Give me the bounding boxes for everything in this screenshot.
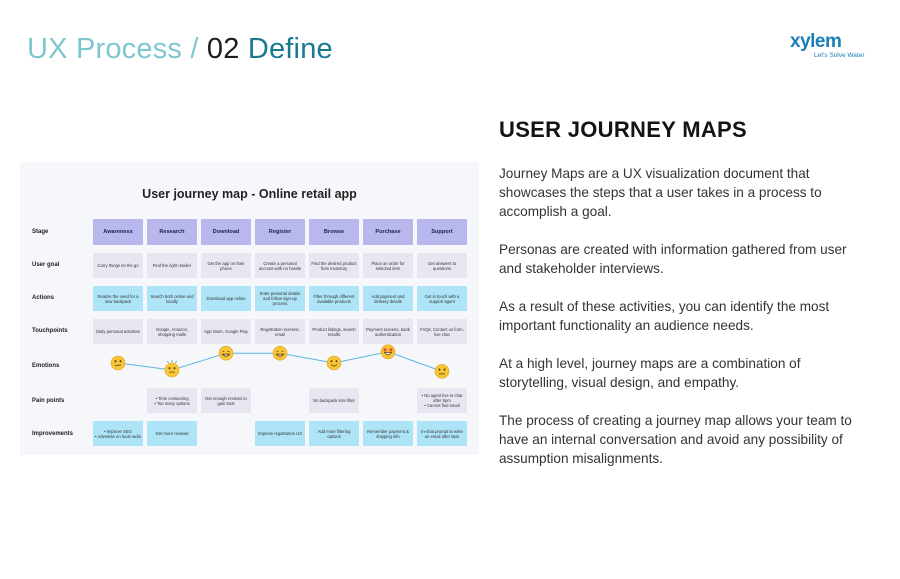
body-text: Journey Maps are a UX visualization docu… [499, 164, 869, 487]
journey-map-title: User journey map - Online retail app [142, 187, 357, 201]
pain-point-cell: No backpack size filter [309, 388, 359, 413]
emotion-excited-icon [380, 344, 396, 360]
improvement-cell: Improve registration UX [255, 421, 305, 446]
improvement-cell: Get more reviews [147, 421, 197, 446]
touchpoint-cell: Product listings, search results [309, 319, 359, 344]
action-cell: Realize the need for a new backpack [93, 286, 143, 311]
stage-cell: Purchase [363, 219, 413, 245]
improvement-cell: In-chat prompt to write an email after 5… [417, 421, 467, 446]
row-label-improvements: Improvements [32, 431, 74, 437]
xylem-logo: xylem Let's Solve Water [790, 31, 870, 59]
paragraph-personas: Personas are created with information ga… [499, 242, 847, 276]
user-goal-cell: Get the app on their phone [201, 253, 251, 278]
emotion-curve [110, 344, 450, 379]
improvement-cell: • Improve SEO • Advertise on local radio [93, 421, 143, 446]
touchpoint-cell: Daily personal activities [93, 319, 143, 344]
action-cell: Download app online [201, 286, 251, 311]
action-cell: Filter through different available produ… [309, 286, 359, 311]
logo-tagline: Let's Solve Water [814, 52, 865, 59]
pain-point-cell: • Time consuming • Too many options [147, 388, 197, 413]
improvement-cell: Add more filtering options [309, 421, 359, 446]
improvement-cell: Remember payment & shipping info [363, 421, 413, 446]
title-step-name: Define [239, 33, 333, 65]
title-ux-process: UX Process [27, 33, 183, 65]
touchpoint-cell: Google, Amazon, shopping malls [147, 319, 197, 344]
paragraph-combination: At a high level, journey maps are a comb… [499, 356, 801, 390]
emotion-thinking-icon [110, 355, 126, 371]
emotion-happy-icon [272, 345, 288, 361]
user-goal-cell: Place an order for selected item [363, 253, 413, 278]
stage-cell: Awareness [93, 219, 143, 245]
user-goal-cell: Find the right retailer [147, 253, 197, 278]
action-cell: Search both online and locally [147, 286, 197, 311]
page-title: UX Process / 02 Define [27, 33, 333, 66]
touchpoint-cell: Payment screens, bank authentication [363, 319, 413, 344]
stage-cell: Research [147, 219, 197, 245]
paragraph-functionality: As a result of these activities, you can… [499, 299, 830, 333]
title-step-number: 02 [206, 33, 240, 65]
stage-cell: Download [201, 219, 251, 245]
touchpoint-cell: FAQs, Contact us form, live chat [417, 319, 467, 344]
pain-point-cell: • No agent live to chat after 5pm • Cann… [417, 388, 467, 413]
paragraph-team: The process of creating a journey map al… [499, 413, 852, 466]
logo-wordmark: xylem [790, 31, 842, 52]
title-separator: / [182, 33, 207, 65]
user-goal-cell: Create a personal account with no hassle [255, 253, 305, 278]
touchpoint-cell: Registration screens, email [255, 319, 305, 344]
paragraph-definition: Journey Maps are a UX visualization docu… [499, 166, 822, 219]
emotion-happy-icon [218, 345, 234, 361]
user-goal-cell: Get answers to questions [417, 253, 467, 278]
stage-cell: Register [255, 219, 305, 245]
section-heading: USER JOURNEY MAPS [499, 117, 747, 142]
action-cell: Get in touch with a support agent [417, 286, 467, 311]
stage-cell: Support [417, 219, 467, 245]
touchpoint-cell: App Store, Google Play [201, 319, 251, 344]
row-label-user-goal: User goal [32, 262, 60, 268]
row-label-stage: Stage [32, 229, 49, 235]
row-label-pain-points: Pain points [32, 398, 65, 404]
stage-cell: Browse [309, 219, 359, 245]
action-cell: Add payment and delivery details [363, 286, 413, 311]
row-label-emotions: Emotions [32, 363, 60, 369]
user-goal-cell: Find the desired product from inventory [309, 253, 359, 278]
emotion-neutral-icon [434, 364, 450, 379]
row-label-actions: Actions [32, 295, 55, 301]
journey-map-image: User journey map - Online retail app Sta… [20, 162, 479, 455]
pain-point-cell: Not enough reviews to gain trust [201, 388, 251, 413]
row-label-touchpoints: Touchpoints [32, 328, 68, 334]
emotion-stressed-icon [164, 360, 180, 378]
action-cell: Enter personal details and follow sign-u… [255, 286, 305, 311]
user-goal-cell: Carry things on the go [93, 253, 143, 278]
emotion-smile-icon [326, 355, 342, 371]
